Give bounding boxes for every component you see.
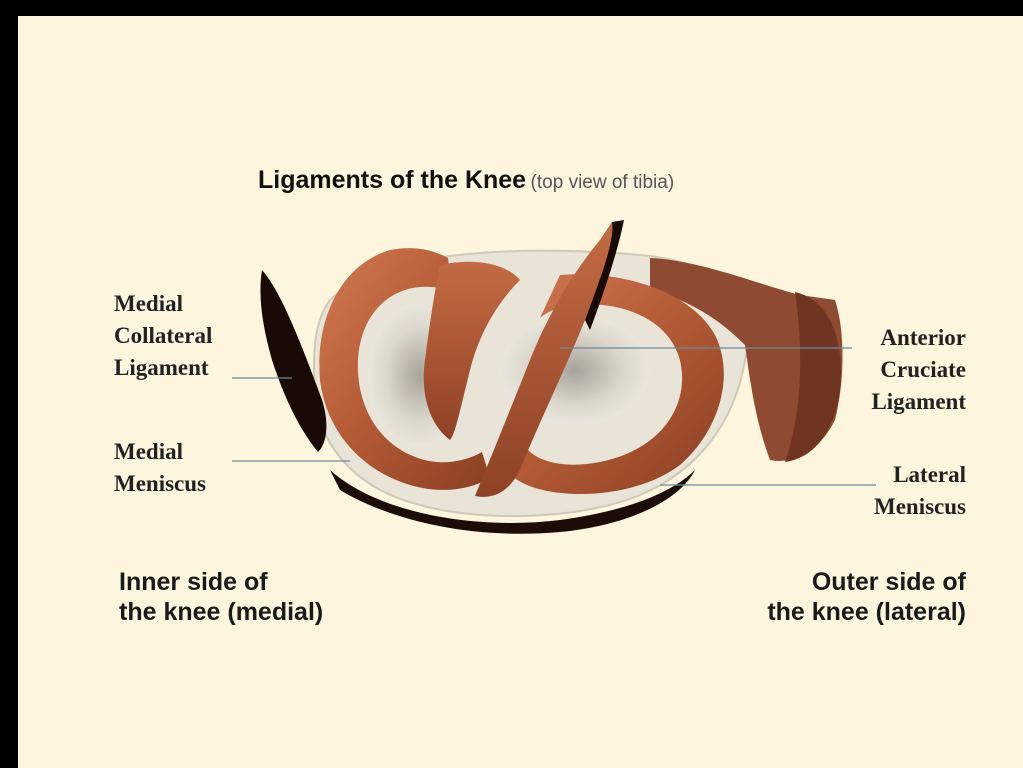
diagram-title: Ligaments of the Knee (top view of tibia…	[258, 166, 674, 195]
label-line: Ligament	[114, 352, 212, 384]
title-main: Ligaments of the Knee	[258, 166, 526, 194]
label-line: Lateral	[874, 459, 966, 491]
caption-line: the knee (medial)	[119, 597, 323, 627]
label-line: Meniscus	[114, 468, 206, 500]
label-line: Anterior	[871, 322, 966, 354]
label-medial-collateral-ligament: Medial Collateral Ligament	[114, 288, 212, 384]
outer-side-caption: Outer side of the knee (lateral)	[767, 567, 966, 627]
label-line: Medial	[114, 436, 206, 468]
label-lateral-meniscus: Lateral Meniscus	[874, 459, 966, 523]
caption-line: the knee (lateral)	[767, 597, 966, 627]
label-anterior-cruciate-ligament: Anterior Cruciate Ligament	[871, 322, 966, 418]
label-medial-meniscus: Medial Meniscus	[114, 436, 206, 500]
caption-line: Inner side of	[119, 567, 323, 597]
caption-line: Outer side of	[767, 567, 966, 597]
inner-side-caption: Inner side of the knee (medial)	[119, 567, 323, 627]
label-line: Meniscus	[874, 491, 966, 523]
title-sub: (top view of tibia)	[531, 172, 675, 193]
label-line: Medial	[114, 288, 212, 320]
label-line: Ligament	[871, 386, 966, 418]
label-line: Cruciate	[871, 354, 966, 386]
label-line: Collateral	[114, 320, 212, 352]
